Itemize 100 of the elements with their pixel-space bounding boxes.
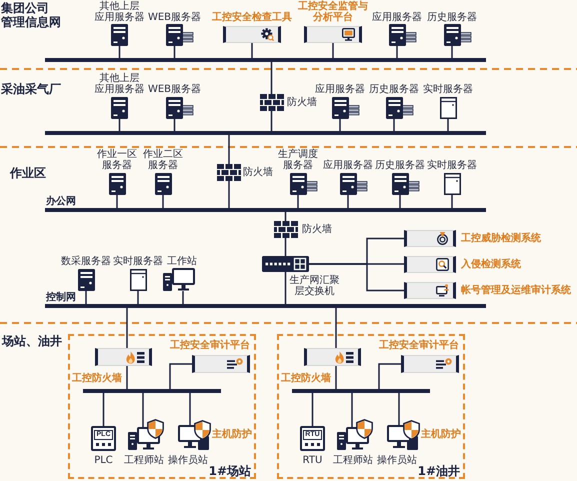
connector-line <box>169 363 192 389</box>
computer-label: 工程师站 <box>123 455 165 466</box>
connector-line <box>102 393 104 426</box>
appliance-label: 工控威胁检测系统 <box>461 233 542 244</box>
security-appliance <box>404 230 456 247</box>
appliance-label: 工控安全审计平台 <box>379 340 460 351</box>
server-icon <box>111 24 128 46</box>
connector-line <box>309 263 404 292</box>
connector-line <box>335 308 337 348</box>
firewall-icon <box>260 94 284 111</box>
connector-line <box>284 238 286 256</box>
connector-line <box>162 195 164 208</box>
controller-device <box>91 426 116 451</box>
station-area <box>68 334 256 479</box>
server-icon <box>340 173 368 195</box>
server-label: 应用服务器 <box>371 12 423 23</box>
computer-label: 工作站 <box>166 256 198 267</box>
server-label: 历史服务器 <box>374 160 426 171</box>
connector-line <box>378 363 401 389</box>
server-icon <box>166 24 194 46</box>
server-label: 应用服务器 <box>314 84 366 95</box>
connector-line <box>270 111 272 131</box>
connector-line <box>393 119 395 131</box>
device-label: PLC <box>93 455 114 466</box>
server-label: 历史服务器 <box>368 84 420 95</box>
connector-line <box>284 212 286 221</box>
connector-line <box>447 119 449 131</box>
connector-line <box>189 393 191 425</box>
appliance-label: 帐号管理及运维审计系统 <box>461 285 572 296</box>
annotation-label: 主机防护 <box>212 429 253 440</box>
network-label: 控制网 <box>46 292 77 303</box>
zone-label: 场站、油井 <box>2 334 62 348</box>
security-appliance <box>304 348 361 366</box>
connector-line <box>396 46 398 58</box>
appliance-label: 工控防火墙 <box>281 373 332 384</box>
server-label: 实时服务器 <box>113 256 163 267</box>
security-appliance <box>404 256 456 272</box>
connector-line <box>284 272 286 304</box>
connector-line <box>118 119 120 131</box>
network-bus <box>45 304 486 308</box>
server-icon <box>392 173 420 195</box>
server-label: 作业二区服务器 <box>142 149 184 171</box>
connector-line <box>126 366 128 389</box>
security-appliance <box>223 26 281 43</box>
connector-line <box>228 181 230 208</box>
zone-label: 采油采气厂 <box>1 82 61 96</box>
appliance-label: 工控安全监管与分析平台 <box>298 1 368 23</box>
connector-line <box>297 195 299 208</box>
connector-line <box>347 195 349 208</box>
server-label: 应用服务器 <box>322 160 374 171</box>
firewall-label: 防火墙 <box>287 97 318 108</box>
network-label: 办公网 <box>46 196 77 207</box>
appliance-label: 工控安全检查工具 <box>212 12 292 23</box>
server-label: WEB服务器 <box>146 84 202 95</box>
connector-line <box>351 393 353 427</box>
server-label: 历史服务器 <box>426 12 478 23</box>
firewall-icon <box>217 164 241 181</box>
zone-label: 作业区 <box>10 166 46 180</box>
connector-line <box>182 291 184 304</box>
connector-line <box>126 308 128 348</box>
station-area <box>277 334 465 479</box>
device-label: RTU <box>302 455 324 466</box>
connector-line <box>85 291 87 304</box>
connector-line <box>335 366 337 389</box>
server-icon <box>111 97 128 119</box>
connector-line <box>137 291 139 304</box>
server-label: 其他上层应用服务器 <box>94 1 146 23</box>
server-icon <box>166 97 194 119</box>
network-switch-icon <box>262 256 309 272</box>
station-label: 1#油井 <box>418 464 460 478</box>
appliance-label: 入侵检测系统 <box>461 258 522 270</box>
connector-line <box>339 119 341 131</box>
security-appliance <box>401 355 459 373</box>
server-icon <box>388 24 416 46</box>
server-label: 实时服务器 <box>422 84 474 95</box>
server-icon <box>386 97 414 119</box>
server-label: 作业一区服务器 <box>96 149 138 171</box>
annotation-label: 主机防护 <box>421 429 462 440</box>
connector-line <box>142 393 144 427</box>
computer-label: 工程师站 <box>332 455 374 466</box>
connector-line <box>116 195 118 208</box>
connector-line <box>174 46 176 58</box>
server-label: 其他上层应用服务器 <box>94 73 146 95</box>
connector-line <box>228 135 230 164</box>
server-icon <box>108 173 126 195</box>
security-appliance <box>95 348 152 366</box>
server-label: 实时服务器 <box>426 160 478 171</box>
zone-label: 集团公司管理信息网 <box>1 1 61 29</box>
server-icon <box>440 97 456 119</box>
firewall-icon <box>274 221 298 238</box>
server-icon <box>130 269 146 291</box>
connector-line <box>118 46 120 58</box>
connector-line <box>174 119 176 131</box>
connector-line <box>312 393 314 426</box>
computer-label: 操作员站 <box>376 455 418 466</box>
server-icon <box>154 173 172 195</box>
server-icon <box>444 24 472 46</box>
firewall-label: 防火墙 <box>243 167 274 178</box>
server-icon <box>78 269 94 291</box>
appliance-label: 工控安全审计平台 <box>170 340 251 351</box>
